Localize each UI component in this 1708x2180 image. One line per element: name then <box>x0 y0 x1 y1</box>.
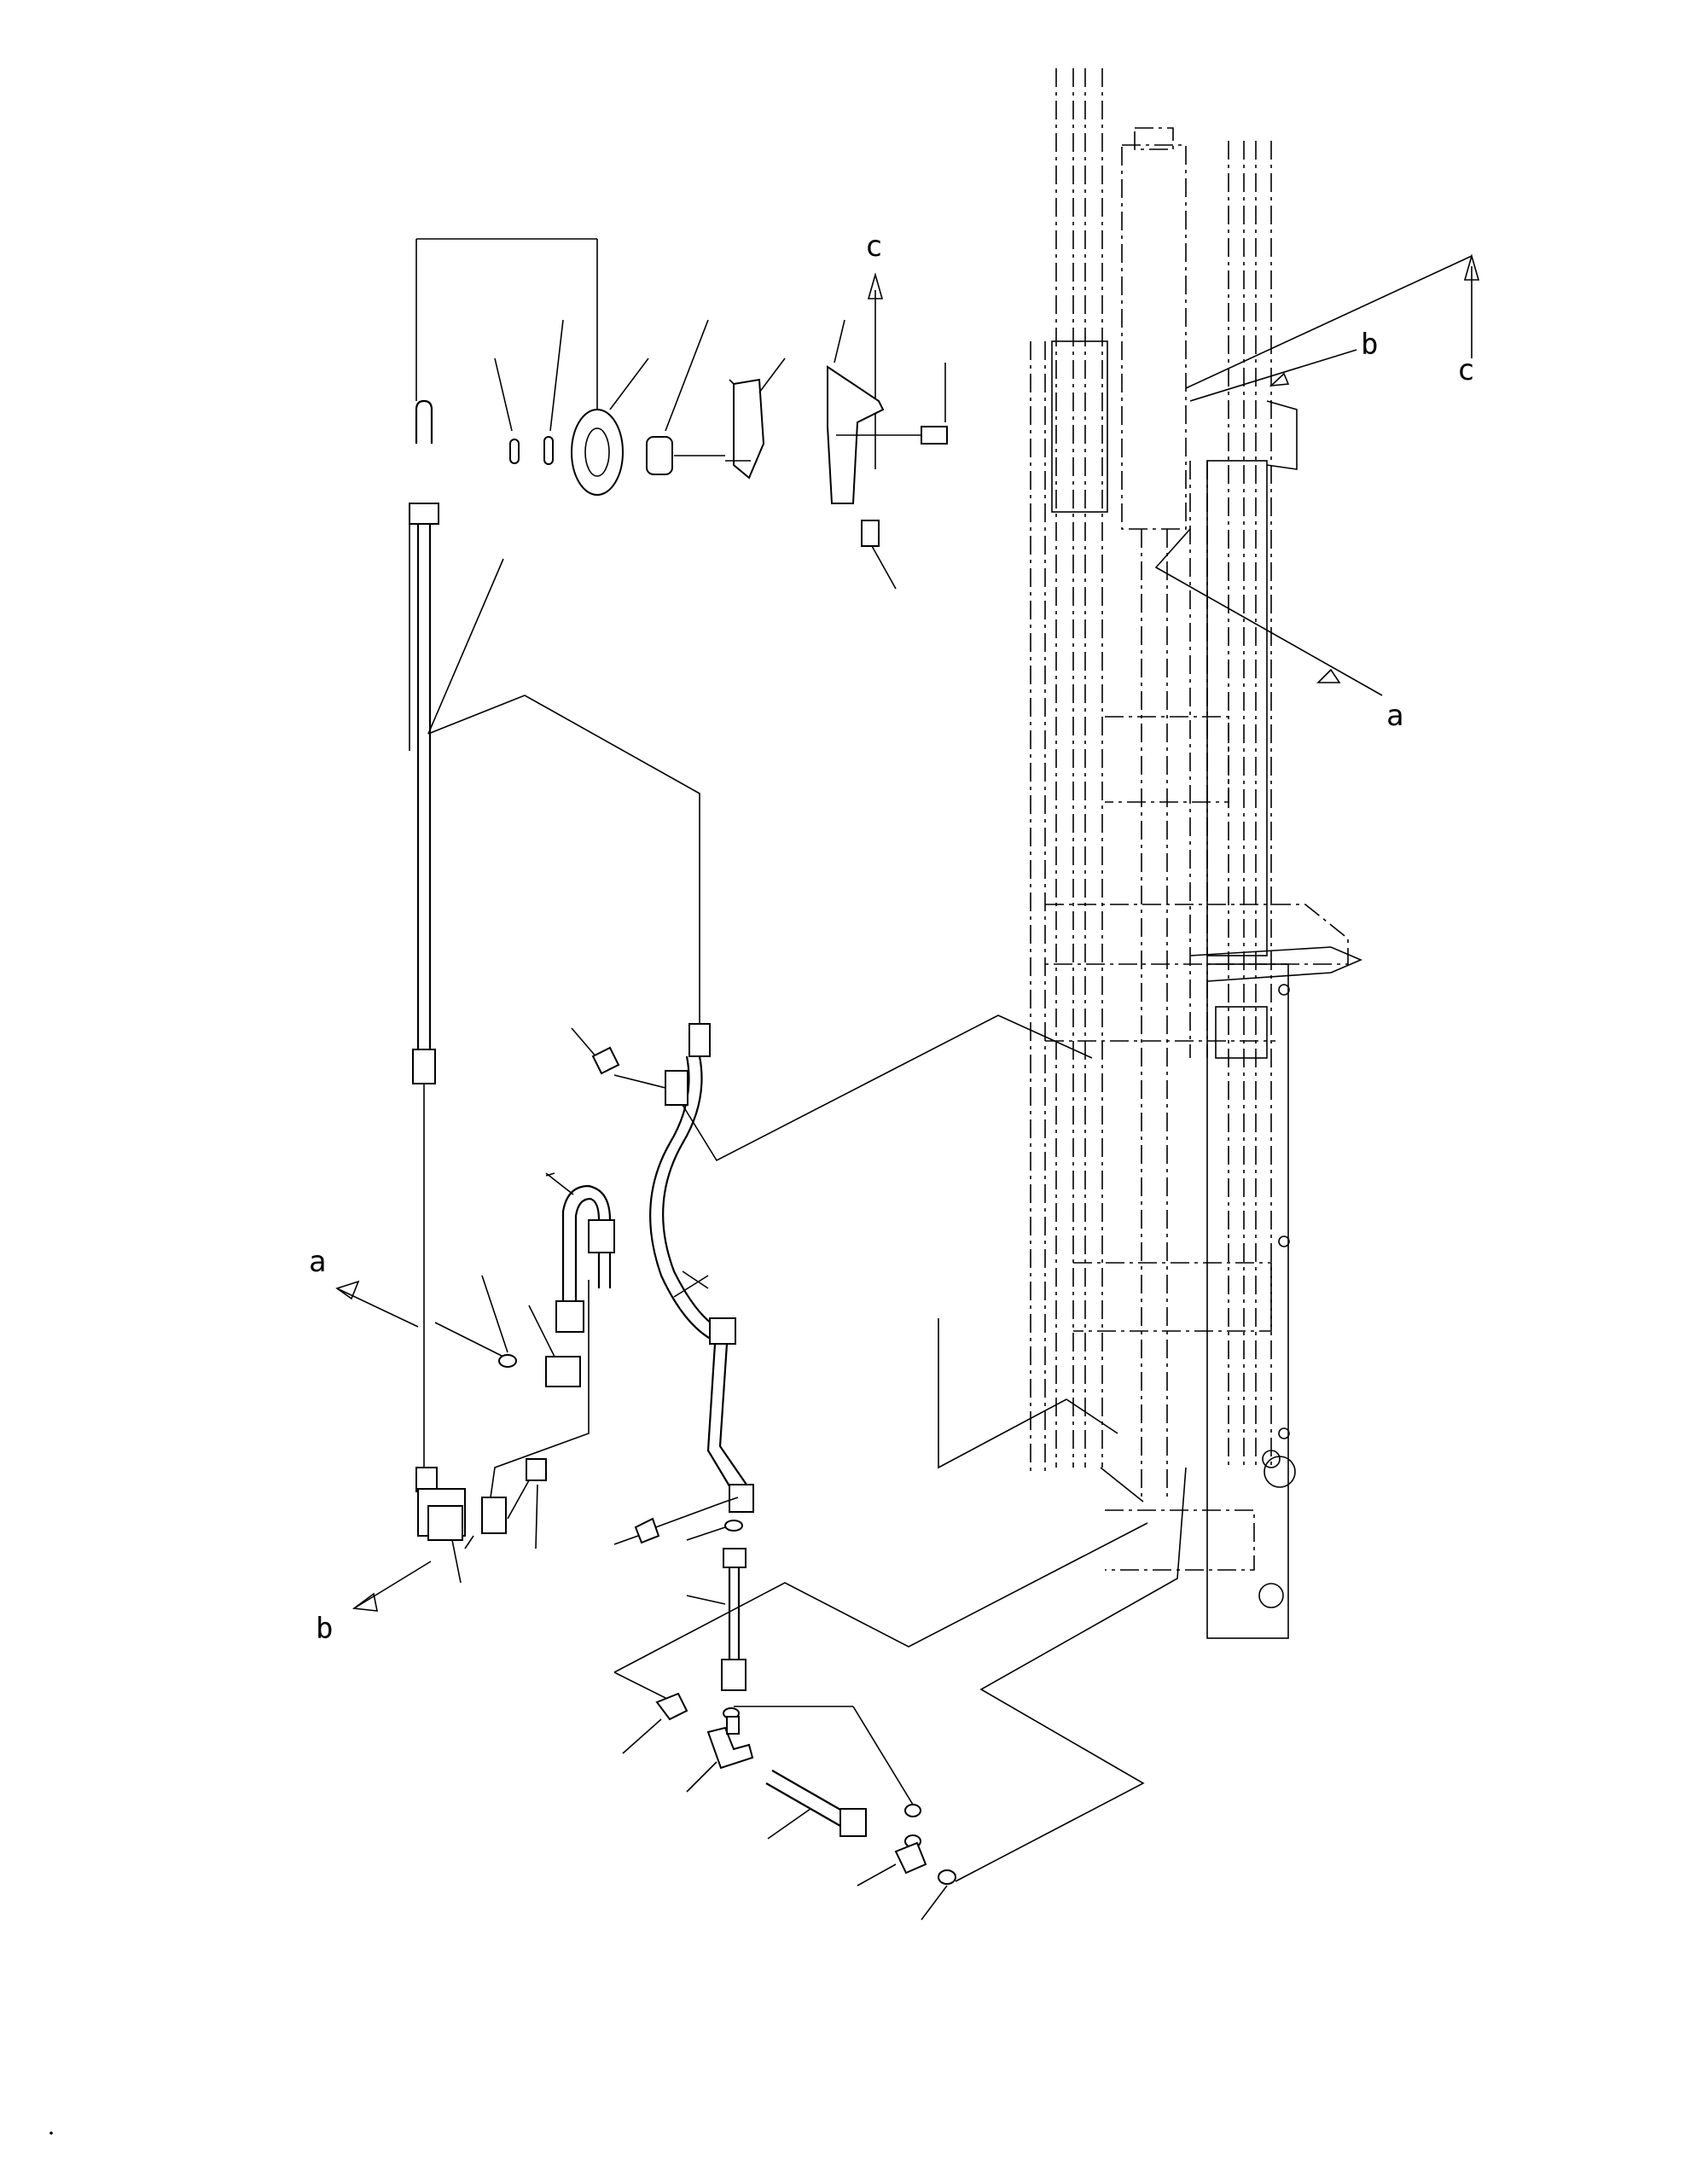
sheave-assembly <box>415 238 948 590</box>
return-hose <box>427 695 1093 1513</box>
mast-assembly <box>1030 68 1363 1639</box>
ref-label-a-left: a <box>309 1245 326 1279</box>
sheave-pulley <box>571 409 624 496</box>
long-hose <box>409 399 504 1468</box>
lower-piping <box>613 1318 1187 1921</box>
snap-ring-1 <box>509 439 520 464</box>
snap-ring-2 <box>543 436 554 465</box>
ref-label-a-right: a <box>1386 699 1403 733</box>
ref-label-b-left: b <box>316 1612 333 1646</box>
ref-label-c-right: c <box>1457 353 1474 387</box>
bearing <box>646 436 673 475</box>
valve-block <box>415 1172 615 1584</box>
ref-label-c-top: c <box>865 230 882 264</box>
ref-label-b-right: b <box>1361 328 1378 362</box>
reference-marks: c c b a a b <box>309 230 1480 1646</box>
sheave-shaft <box>733 378 765 480</box>
